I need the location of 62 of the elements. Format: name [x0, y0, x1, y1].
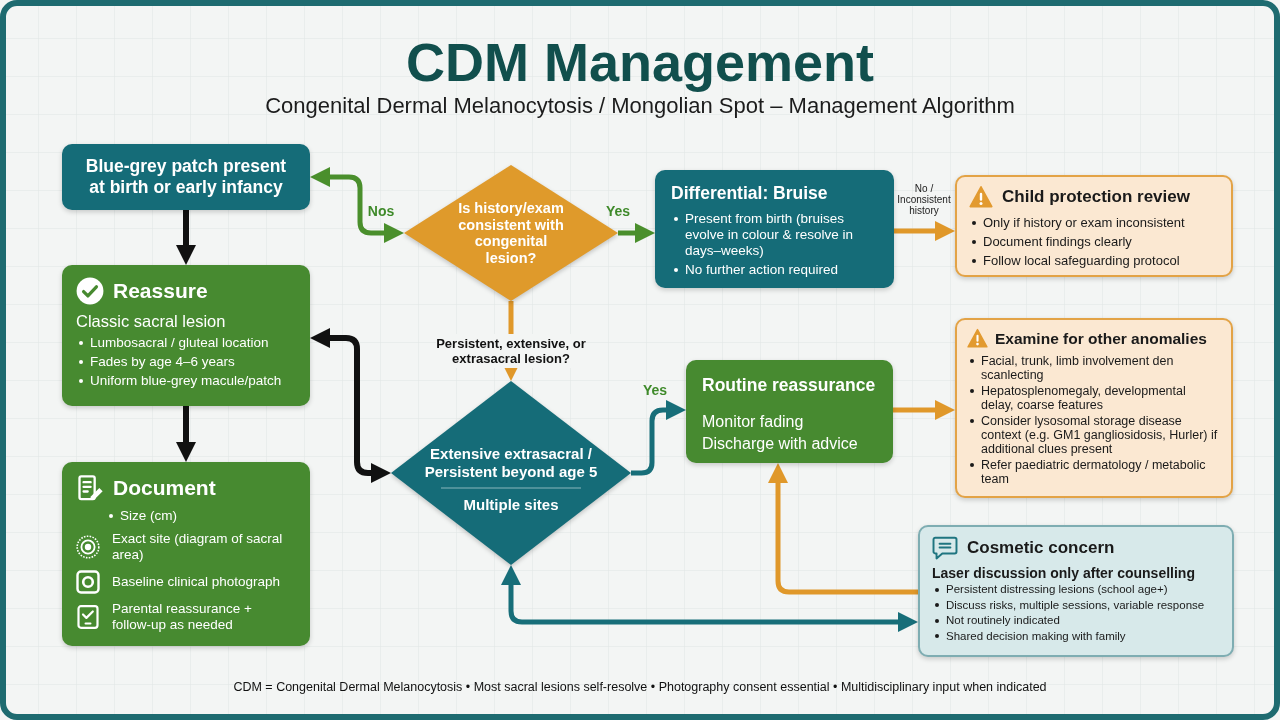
- process-box: [62, 462, 310, 646]
- list-item: Exact site (diagram of sacral area): [112, 531, 284, 563]
- bullet-item: Not routinely indicated: [932, 613, 1220, 629]
- arrow: [631, 400, 686, 476]
- arrow: [176, 210, 196, 265]
- bullet-item: Shared decision making with family: [932, 628, 1220, 644]
- arrow: [310, 167, 404, 243]
- bullet-item: Consider lysosomal storage disease context (e.g. GM1 gangliosidosis, Hurler) if additional clues present: [967, 414, 1221, 456]
- box-heading: Examine for other anomalies: [995, 329, 1207, 348]
- box-heading: Child protection review: [1002, 187, 1190, 207]
- list-item: Baseline clinical photograph: [112, 574, 281, 590]
- decision-diamond: [391, 381, 631, 565]
- bullet-item: No further action required: [671, 262, 878, 278]
- bullet-item: Fades by age 4–6 years: [76, 352, 296, 371]
- box-text: Discharge with advice: [702, 434, 859, 454]
- bullet-item: Present from birth (bruises evolve in colour & resolve in days–weeks): [671, 211, 878, 259]
- process-box: [655, 170, 894, 288]
- bullet-item: Document findings clearly: [969, 232, 1219, 251]
- arrow: [618, 223, 655, 243]
- note-box: [955, 175, 1233, 277]
- box-text: Monitor fading: [702, 412, 805, 432]
- process-box: [62, 265, 310, 406]
- bullet-item: Uniform blue-grey macule/patch: [76, 371, 296, 390]
- subtitle: Congenital Dermal Melanocytosis / Mongolian Spot – Management Algorithm: [264, 93, 1016, 119]
- edge-label: No / Inconsistent history: [896, 183, 952, 216]
- box-text: Blue-grey patch present at birth or early infancy: [84, 156, 288, 198]
- arrow: [894, 221, 955, 241]
- edge-label: Yes: [604, 203, 632, 219]
- bullet-item: Only if history or exam inconsistent: [969, 213, 1219, 232]
- bullet-item: Lumbosacral / gluteal location: [76, 333, 296, 352]
- decision-text: Multiple sites: [462, 495, 560, 514]
- arrow: [501, 565, 918, 632]
- decision-text: Is history/exam consistent with congenital lesion?: [457, 200, 565, 266]
- bullet-item: Refer paediatric dermatology / metabolic team: [967, 458, 1221, 486]
- arrow: [176, 406, 196, 462]
- bullet-item: Follow local safeguarding protocol: [969, 251, 1219, 270]
- process-box: [686, 360, 893, 463]
- bullet-item: Facial, trunk, limb involvement den scanlecting: [967, 354, 1221, 382]
- arrow: [768, 463, 918, 595]
- arrow: [893, 400, 955, 420]
- process-box: [62, 144, 310, 210]
- box-heading: Routine reassurance: [702, 375, 877, 396]
- arrow: [310, 328, 391, 483]
- edge-label: Persistent, extensive, or extrasacral lesion?: [436, 334, 586, 368]
- footer-note: CDM = Congenital Dermal Melanocytosis • Most sacral lesions self-resolve • Photography consent essential • Multidisciplinary input when indicated: [232, 680, 1048, 695]
- edge-label: Yes: [641, 382, 669, 398]
- box-heading: Differential: Bruise: [671, 183, 829, 204]
- box-text: Classic sacral lesion: [76, 312, 227, 331]
- bullet-item: Size (cm): [106, 507, 296, 524]
- bullet-item: Discuss risks, multiple sessions, variable response: [932, 597, 1220, 613]
- title: CDM Management: [404, 31, 875, 94]
- note-box: [918, 525, 1234, 657]
- bullet-item: Hepatosplenomegaly, developmental delay, coarse features: [967, 384, 1221, 412]
- bullet-item: Persistent distressing lesions (school age+): [932, 582, 1220, 598]
- note-box: [955, 318, 1233, 498]
- box-heading: Reassure: [113, 279, 208, 303]
- box-heading: Document: [113, 476, 216, 500]
- decision-text: Extensive extrasacral / Persistent beyond age 5: [423, 444, 599, 481]
- edge-label: Nos: [366, 203, 396, 219]
- box-text: Laser discussion only after counselling: [932, 565, 1196, 582]
- box-heading: Cosmetic concern: [967, 538, 1115, 558]
- list-item: Parental reassurance + follow-up as needed: [112, 601, 253, 633]
